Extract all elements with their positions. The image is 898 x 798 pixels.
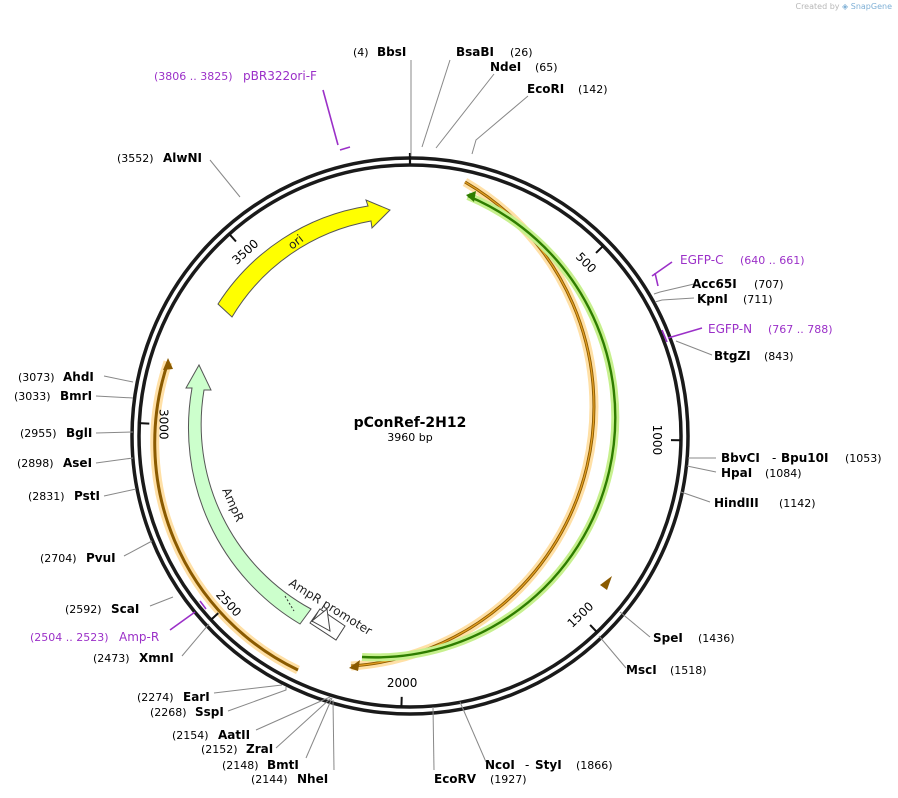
site-name-bbsi: BbsI <box>377 45 406 59</box>
site-name-nhei: NheI <box>297 772 328 786</box>
ampr-feature <box>185 363 312 625</box>
snapgene-credit: Created by ◈ SnapGene <box>795 2 892 11</box>
site-pos-alwni: (3552) <box>117 152 154 165</box>
site-pos-bbsi: (4) <box>353 46 369 59</box>
site-pos-msci: (1518) <box>670 664 707 677</box>
ori-feature <box>217 199 391 318</box>
site-pos-acc65i: (707) <box>754 278 784 291</box>
orange-arrowhead-right <box>600 576 612 590</box>
green-feature <box>361 191 620 662</box>
primer-name-amp-r: Amp-R <box>119 630 159 644</box>
primer-name-egfp-c: EGFP-C <box>680 253 723 267</box>
site-name-sspi: SspI <box>195 705 224 719</box>
site-name-kpni: KpnI <box>697 292 728 306</box>
tick-mark-1500 <box>589 624 598 633</box>
site-name-zrai: ZraI <box>246 742 273 756</box>
site-leaders <box>95 59 717 771</box>
tick-label-500: 500 <box>573 250 599 276</box>
site-pos-xmni: (2473) <box>93 652 130 665</box>
primer-range-amp-r: (2504 .. 2523) <box>30 631 109 644</box>
site-name-alwni: AlwNI <box>163 151 202 165</box>
site-name-bgli: BglI <box>66 426 92 440</box>
site-name-ncoi: NcoI <box>485 758 515 772</box>
site-name-ecori: EcoRI <box>527 82 564 96</box>
site-name-bbvci: BbvCI <box>721 451 760 465</box>
site-name-btgzi: BtgZI <box>714 349 751 363</box>
site-pos-bmri: (3033) <box>14 390 51 403</box>
site-pos-ndei: (65) <box>535 61 558 74</box>
primer-marks <box>169 89 703 631</box>
primer-range-egfp-c: (640 .. 661) <box>740 254 805 267</box>
tick-label-2000: 2000 <box>387 676 418 690</box>
tick-label-1000: 1000 <box>650 425 664 456</box>
site-name-pvui: PvuI <box>86 551 116 565</box>
primer-name-egfp-n: EGFP-N <box>708 322 752 336</box>
site-name-eari: EarI <box>183 690 210 704</box>
site-pos-hpai: (1084) <box>765 467 802 480</box>
site-name-bsabi: BsaBI <box>456 45 494 59</box>
site-pos-kpni: (711) <box>743 293 773 306</box>
site-name-scai: ScaI <box>111 602 139 616</box>
site-name-asei: AseI <box>63 456 92 470</box>
primer-name-pbr322ori-f: pBR322ori-F <box>243 69 317 83</box>
snapgene-brand: SnapGene <box>850 2 892 11</box>
site-name-xmni: XmnI <box>139 651 174 665</box>
labels: pConRef-2H12 3960 bp (4) BbsI BsaBI (26)… <box>14 45 882 786</box>
tick-mark-2500 <box>210 612 219 621</box>
site-name-spei: SpeI <box>653 631 683 645</box>
site-pos-spei: (1436) <box>698 632 735 645</box>
site-pos-psti: (2831) <box>28 490 65 503</box>
site-name-acc65i: Acc65I <box>692 277 737 291</box>
site-name-ecorv: EcoRV <box>434 772 477 786</box>
site-name-psti: PstI <box>74 489 100 503</box>
plasmid-name: pConRef-2H12 <box>354 415 467 431</box>
site-name-msci: MscI <box>626 663 657 677</box>
site-pos-bbvci: (1053) <box>845 452 882 465</box>
site-name-bmri: BmrI <box>60 389 92 403</box>
primer-range-egfp-n: (767 .. 788) <box>768 323 833 336</box>
site-pos-sspi: (2268) <box>150 706 187 719</box>
snapgene-logo-icon: ◈ <box>842 2 849 11</box>
site-dash-bbvci: - <box>772 451 776 465</box>
site-name-aatii: AatII <box>218 728 250 742</box>
plasmid-size: 3960 bp <box>387 431 432 444</box>
site-name-ndei: NdeI <box>490 60 521 74</box>
site-name-hindiii: HindIII <box>714 496 759 510</box>
orange-feature-left <box>150 358 300 675</box>
site-name-hpai: HpaI <box>721 466 752 480</box>
site-pos-eari: (2274) <box>137 691 174 704</box>
site-pos-bgli: (2955) <box>20 427 57 440</box>
ampr-promoter-feature <box>309 608 346 641</box>
site-name-bpu10i: Bpu10I <box>781 451 828 465</box>
site-pos-zrai: (2152) <box>201 743 238 756</box>
site-pos-hindiii: (1142) <box>779 497 816 510</box>
features <box>150 178 620 675</box>
tick-label-3000: 3000 <box>156 409 170 440</box>
site-pos-ahdi: (3073) <box>18 371 55 384</box>
site-pos-bsabi: (26) <box>510 46 533 59</box>
created-by-label: Created by <box>795 2 840 11</box>
site-pos-aatii: (2154) <box>172 729 209 742</box>
site-pos-nhei: (2144) <box>251 773 288 786</box>
site-pos-asei: (2898) <box>17 457 54 470</box>
site-pos-pvui: (2704) <box>40 552 77 565</box>
primer-range-pbr322ori-f: (3806 .. 3825) <box>154 70 233 83</box>
site-pos-ecorv: (1927) <box>490 773 527 786</box>
site-pos-ecori: (142) <box>578 83 608 96</box>
tick-mark-500 <box>595 245 604 254</box>
site-name-bmti: BmtI <box>267 758 299 772</box>
site-pos-bmti: (2148) <box>222 759 259 772</box>
site-pos-ncoi: (1866) <box>576 759 613 772</box>
tick-mark-3500 <box>228 233 237 243</box>
site-dash-ncoi: - <box>525 758 529 772</box>
site-name-styi: StyI <box>535 758 562 772</box>
site-name-ahdi: AhdI <box>63 370 94 384</box>
site-pos-btgzi: (843) <box>764 350 794 363</box>
site-pos-scai: (2592) <box>65 603 102 616</box>
